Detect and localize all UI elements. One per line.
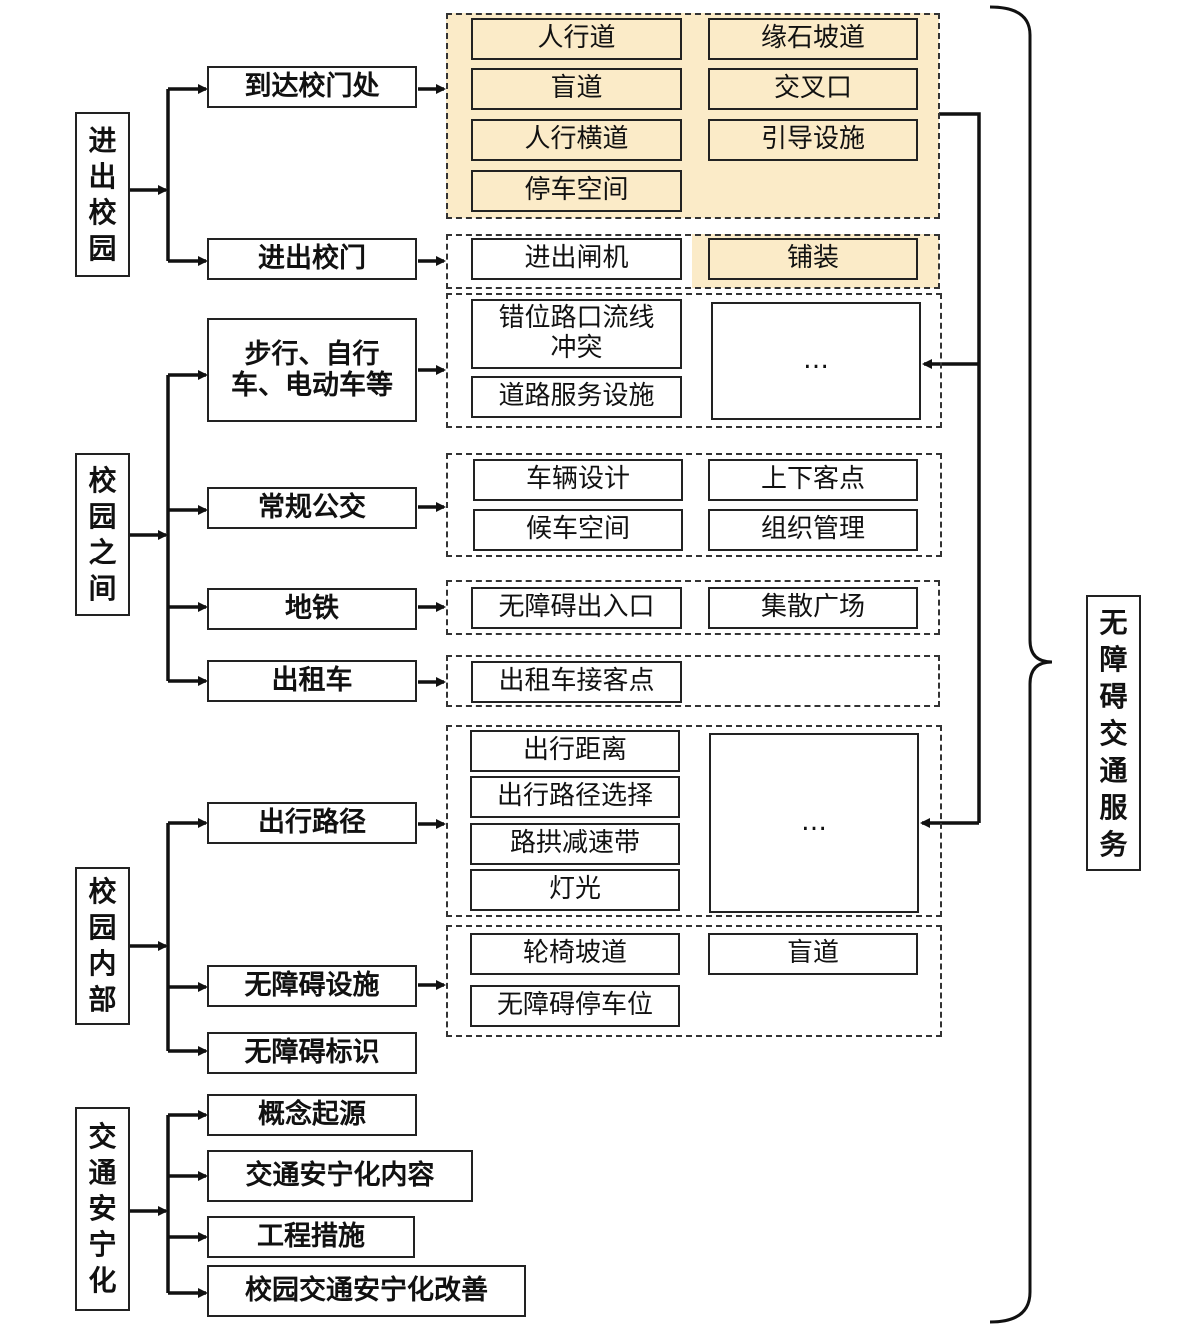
category-route: 出行路径 bbox=[207, 802, 417, 844]
item-road-service: 道路服务设施 bbox=[471, 376, 682, 418]
item-sidewalk: 人行道 bbox=[471, 18, 682, 60]
group-walk-items bbox=[446, 293, 942, 428]
item-plaza: 集散广场 bbox=[708, 587, 918, 629]
group-route-items bbox=[446, 725, 942, 917]
group-gate-items bbox=[446, 234, 940, 289]
item-curb-ramp: 缘石坡道 bbox=[708, 18, 918, 60]
group-label-traffic-calming: 交通安宁化 bbox=[75, 1107, 130, 1311]
group-facility-items bbox=[446, 925, 942, 1037]
item-gate-turnstile: 进出闸机 bbox=[471, 238, 682, 280]
group-label-text: 校园之间 bbox=[88, 463, 117, 605]
item-taxi-pickup: 出租车接客点 bbox=[471, 661, 682, 703]
category-concept: 概念起源 bbox=[207, 1094, 417, 1136]
item-guidance: 引导设施 bbox=[708, 119, 918, 161]
category-bus: 常规公交 bbox=[207, 487, 417, 529]
category-walk-bike: 步行、自行车、电动车等 bbox=[207, 318, 417, 422]
item-travel-distance: 出行距离 bbox=[470, 730, 680, 772]
right-title-text: 无障碍交通服务 bbox=[1099, 605, 1128, 861]
category-signage: 无障碍标识 bbox=[207, 1032, 417, 1074]
item-speed-bump: 路拱减速带 bbox=[470, 823, 680, 865]
item-lighting: 灯光 bbox=[470, 869, 680, 911]
item-tactile-paving: 盲道 bbox=[471, 68, 682, 110]
category-facilities: 无障碍设施 bbox=[207, 965, 417, 1007]
group-taxi-items bbox=[446, 655, 940, 707]
item-paving: 铺装 bbox=[708, 238, 918, 280]
item-crosswalk: 人行横道 bbox=[471, 119, 682, 161]
category-taxi: 出租车 bbox=[207, 660, 417, 702]
group-label-inside-campus: 校园内部 bbox=[75, 867, 130, 1025]
item-parking-space: 停车空间 bbox=[471, 170, 682, 212]
category-engineering: 工程措施 bbox=[207, 1216, 415, 1258]
category-calming-content: 交通安宁化内容 bbox=[207, 1150, 473, 1202]
group-label-campus-access: 进出校园 bbox=[75, 112, 130, 277]
group-arrival-items bbox=[446, 13, 940, 219]
item-route-choice: 出行路径选择 bbox=[470, 776, 680, 818]
group-metro-items bbox=[446, 580, 940, 635]
item-waiting-space: 候车空间 bbox=[473, 509, 683, 551]
item-wheelchair-ramp: 轮椅坡道 bbox=[470, 933, 680, 975]
item-ellipsis-route: … bbox=[709, 733, 919, 913]
item-intersection: 交叉口 bbox=[708, 68, 918, 110]
item-ellipsis-walk: … bbox=[711, 302, 921, 420]
item-accessible-entrance: 无障碍出入口 bbox=[471, 587, 682, 629]
category-arrive-gate: 到达校门处 bbox=[207, 66, 417, 108]
group-label-text: 交通安宁化 bbox=[88, 1120, 117, 1297]
item-org-management: 组织管理 bbox=[708, 509, 918, 551]
group-label-text: 进出校园 bbox=[88, 123, 117, 265]
category-enter-exit-gate: 进出校门 bbox=[207, 238, 417, 280]
category-campus-calming: 校园交通安宁化改善 bbox=[207, 1265, 526, 1317]
category-metro: 地铁 bbox=[207, 588, 417, 630]
item-accessible-parking: 无障碍停车位 bbox=[470, 985, 680, 1027]
item-tactile-paving-inside: 盲道 bbox=[708, 933, 918, 975]
right-title-accessible-transport: 无障碍交通服务 bbox=[1086, 595, 1141, 871]
item-vehicle-design: 车辆设计 bbox=[473, 459, 683, 501]
item-misaligned-conflict: 错位路口流线冲突 bbox=[471, 299, 682, 369]
group-bus-items bbox=[446, 453, 942, 557]
group-label-between-campuses: 校园之间 bbox=[75, 453, 130, 616]
group-label-text: 校园内部 bbox=[88, 875, 117, 1016]
item-boarding-point: 上下客点 bbox=[708, 459, 918, 501]
